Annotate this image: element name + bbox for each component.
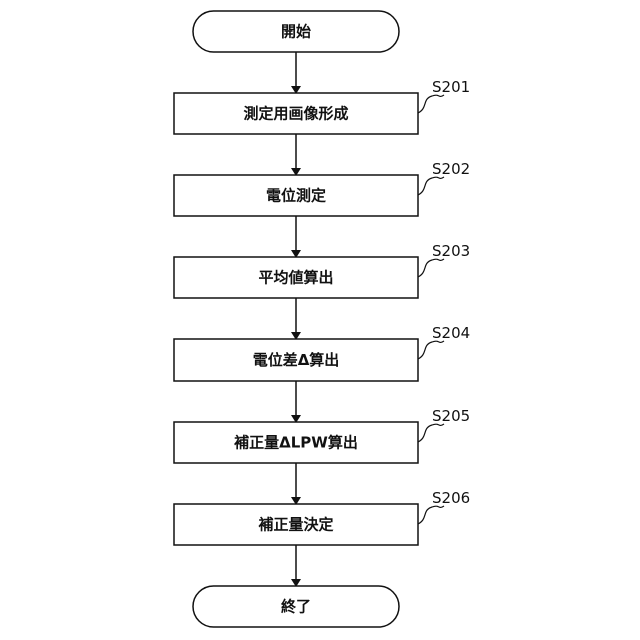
start-label: 開始 xyxy=(281,23,311,41)
step-id: S205 xyxy=(432,407,470,425)
process-step-s203: 平均値算出 S203 xyxy=(174,242,470,298)
step-label: 電位差Δ算出 xyxy=(253,351,340,369)
step-leader-line xyxy=(418,95,444,113)
step-label: 補正量決定 xyxy=(257,516,333,534)
step-leader-line xyxy=(418,341,444,359)
process-step-s205: 補正量ΔLPW算出 S205 xyxy=(174,407,470,463)
step-label: 補正量ΔLPW算出 xyxy=(233,434,358,452)
step-id: S206 xyxy=(432,489,470,507)
process-step-s204: 電位差Δ算出 S204 xyxy=(174,324,470,381)
process-step-s202: 電位測定 S202 xyxy=(174,160,470,216)
step-id: S203 xyxy=(432,242,470,260)
step-leader-line xyxy=(418,177,444,195)
process-step-s206: 補正量決定 S206 xyxy=(174,489,470,545)
step-leader-line xyxy=(418,259,444,277)
step-id: S204 xyxy=(432,324,470,342)
step-leader-line xyxy=(418,506,444,524)
step-label: 測定用画像形成 xyxy=(243,105,348,123)
step-label: 電位測定 xyxy=(266,187,326,205)
end-label: 終了 xyxy=(281,598,311,616)
step-label: 平均値算出 xyxy=(258,269,333,287)
process-step-s201: 測定用画像形成 S201 xyxy=(174,78,470,134)
step-id: S202 xyxy=(432,160,470,178)
step-leader-line xyxy=(418,424,444,442)
step-id: S201 xyxy=(432,78,470,96)
